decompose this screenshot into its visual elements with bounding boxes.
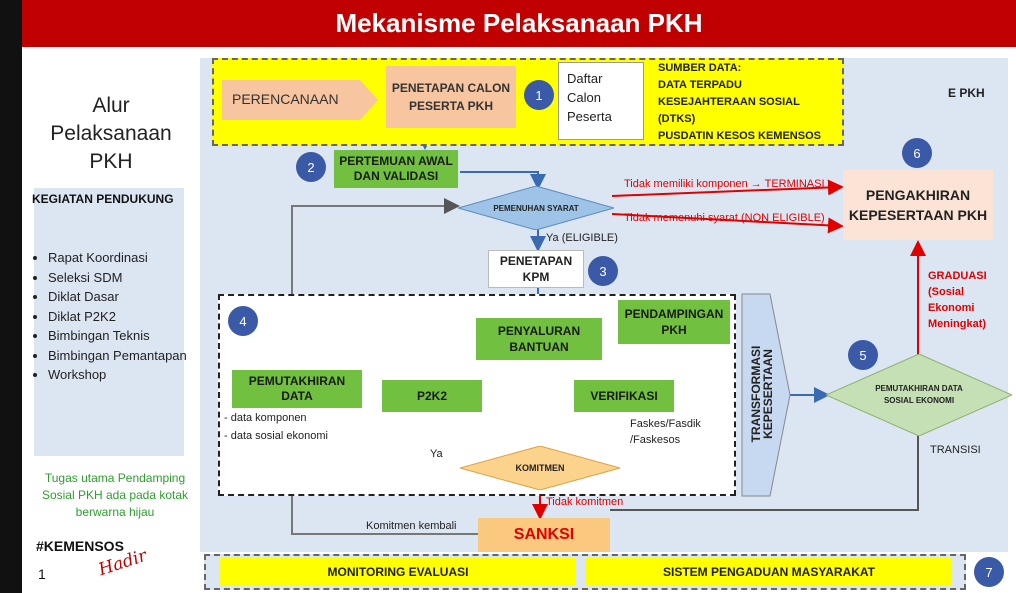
kegiatan-item: Rapat Koordinasi [48, 248, 208, 268]
sumber-line: DATA TERPADU [658, 79, 742, 91]
non-eligible-label: Tidak memenuhi syarat (NON ELIGIBLE) [624, 212, 825, 224]
pengaduan-box: SISTEM PENGADUAN MASYARAKAT [586, 558, 952, 586]
kegiatan-item: Diklat P2K2 [48, 307, 208, 327]
monitoring-box: MONITORING EVALUASI [220, 558, 576, 586]
kegiatan-title: KEGIATAN PENDUKUNG [32, 192, 174, 206]
komitmen-diamond: KOMITMEN [460, 446, 620, 490]
step-1-badge: 1 [524, 80, 554, 110]
step-7-badge: 7 [974, 557, 1004, 587]
pendampingan-box: PENDAMPINGAN PKH [618, 300, 730, 344]
komitmen-label: KOMITMEN [515, 463, 565, 473]
graduasi-label: GRADUASI (Sosial Ekonomi Meningkat) [928, 270, 987, 330]
perencanaan-label: PERENCANAAN [232, 91, 339, 107]
penyaluran-bantuan-box: PENYALURAN BANTUAN [476, 318, 602, 360]
step-6-badge: 6 [902, 138, 932, 168]
step-2-badge: 2 [296, 152, 326, 182]
transisi-label: TRANSISI [930, 444, 981, 456]
sumber-data: SUMBER DATA: DATA TERPADU KESEJAHTERAAN … [658, 60, 844, 145]
step-5-badge: 5 [848, 340, 878, 370]
pertemuan-awal-box: PERTEMUAN AWAL DAN VALIDASI [334, 150, 458, 188]
ya-label: Ya [430, 448, 443, 460]
alur-heading: Alur Pelaksanaan PKH [50, 94, 172, 173]
pemutakhiran-sosial-label: PEMUTAKHIRAN DATA SOSIAL EKONOMI [875, 384, 963, 405]
komitmen-kembali-label: Komitmen kembali [366, 520, 457, 532]
eligible-label: Ya (ELIGIBLE) [546, 232, 618, 244]
sumber-line: KESEJAHTERAAN SOSIAL [658, 96, 800, 108]
p2k2-box: P2K2 [382, 380, 482, 412]
kegiatan-item: Bimbingan Pemantapan [48, 346, 208, 366]
kegiatan-list: Rapat Koordinasi Seleksi SDM Diklat Dasa… [28, 248, 208, 385]
epkh-label: E PKH [948, 86, 985, 100]
page-title: Mekanisme Pelaksanaan PKH [22, 0, 1016, 47]
kegiatan-item: Diklat Dasar [48, 287, 208, 307]
pemenuhan-shape [458, 186, 614, 230]
daftar-calon-note: Daftar Calon Peserta [558, 62, 644, 140]
komitmen-shape [460, 446, 620, 490]
pemutakhiran-sosial-diamond: PEMUTAKHIRAN DATA SOSIAL EKONOMI [826, 354, 1012, 436]
faskes-label: Faskes/Fasdik /Faskesos [630, 418, 701, 446]
data-sosial-label: - data sosial ekonomi [224, 430, 328, 442]
verifikasi-box: VERIFIKASI [574, 380, 674, 412]
tidak-komitmen-label: Tidak komitmen [546, 496, 624, 508]
sumber-line: (DTKS) [658, 113, 696, 125]
perencanaan-box: PERENCANAAN [222, 80, 378, 120]
terminasi-label: Tidak memiliki komponen → TERMINASI [624, 178, 825, 190]
sanksi-box: SANKSI [478, 518, 610, 552]
pemutakhiran-sosial-shape [826, 354, 1012, 436]
step-3-badge: 3 [588, 256, 618, 286]
penetapan-kpm-box: PENETAPAN KPM [488, 250, 584, 288]
penetapan-calon-box: PENETAPAN CALON PESERTA PKH [386, 66, 516, 128]
pemutakhiran-data-box: PEMUTAKHIRAN DATA [232, 370, 362, 408]
transformasi-label: TRANSFORMASI KEPESERTAAN [749, 345, 775, 443]
kemensos-hashtag: #KEMENSOS [36, 538, 124, 554]
kegiatan-item: Bimbingan Teknis [48, 326, 208, 346]
pemenuhan-diamond: PEMENUHAN SYARAT [458, 186, 614, 230]
kegiatan-item: Workshop [48, 365, 208, 385]
sumber-line: PUSDATIN KESOS KEMENSOS [658, 130, 821, 142]
step-4-badge: 4 [228, 306, 258, 336]
sumber-line: SUMBER DATA: [658, 62, 742, 74]
kegiatan-panel [34, 188, 184, 456]
page-number: 1 [38, 566, 46, 582]
tugas-note: Tugas utama Pendamping Sosial PKH ada pa… [41, 471, 189, 519]
pemenuhan-label: PEMENUHAN SYARAT [493, 203, 579, 213]
left-edge-bar [0, 0, 22, 593]
pengakhiran-box: PENGAKHIRAN KEPESERTAAN PKH [843, 170, 993, 240]
data-komponen-label: - data komponen [224, 412, 307, 424]
perencanaan-arrow-tip [360, 80, 378, 120]
kegiatan-item: Seleksi SDM [48, 268, 208, 288]
transformasi-arrow: TRANSFORMASI KEPESERTAAN [738, 294, 788, 496]
